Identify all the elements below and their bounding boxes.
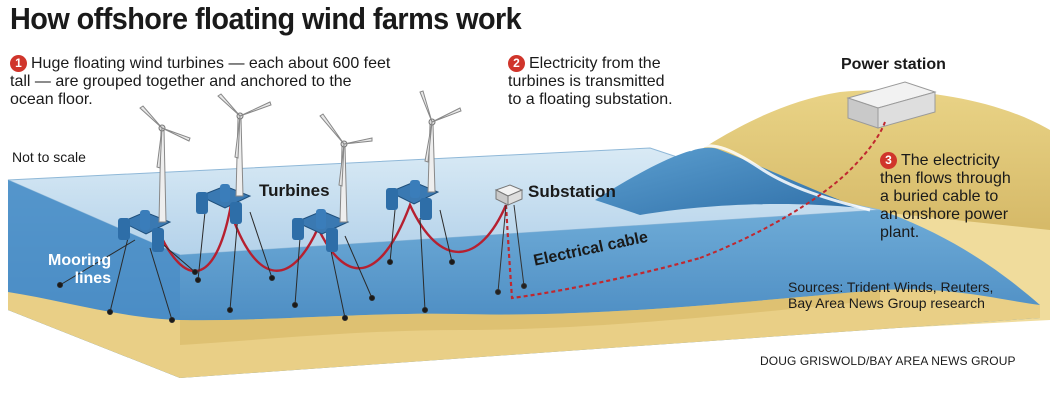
electrical-cable-underwater [504, 204, 701, 300]
turbines-label: Turbines [259, 181, 330, 200]
mooring-lines-4 [387, 209, 455, 313]
sea-floor-shadow [180, 290, 880, 345]
substation-mooring [495, 204, 527, 295]
credit-line: DOUG GRISWOLD/BAY AREA NEWS GROUP [760, 354, 1016, 368]
mooring-lines-2 [195, 211, 275, 313]
step-1-badge: 1 [10, 55, 27, 72]
turbine-3 [292, 113, 375, 321]
mooring-lines-3 [292, 235, 375, 321]
shore-wave [595, 147, 860, 215]
wave-foam [689, 144, 871, 212]
substation-platform [494, 184, 524, 206]
sea-floor [8, 289, 1040, 378]
turbine-4 [386, 90, 462, 313]
turbine-2 [195, 93, 275, 313]
electrical-cable-buried [699, 121, 886, 259]
step-1-text: Huge floating wind turbines — each about… [10, 55, 391, 108]
step-3-badge: 3 [880, 152, 897, 169]
turbine-1 [57, 105, 198, 323]
step-2-badge: 2 [508, 55, 525, 72]
not-to-scale-note: Not to scale [12, 149, 86, 165]
step-3-text: The electricity then flows through a bur… [880, 152, 1011, 241]
sources-note: Sources: Trident Winds, Reuters, Bay Are… [788, 279, 994, 311]
power-station-label: Power station [841, 56, 946, 73]
power-station-building [846, 81, 937, 129]
mooring-lines-1 [57, 237, 198, 323]
step-2-text: Electricity from the turbines is transmi… [508, 55, 673, 108]
substation-label: Substation [528, 182, 616, 201]
page-title: How offshore floating wind farms work [10, 1, 522, 36]
mooring-lines-label: Mooring lines [48, 252, 112, 287]
